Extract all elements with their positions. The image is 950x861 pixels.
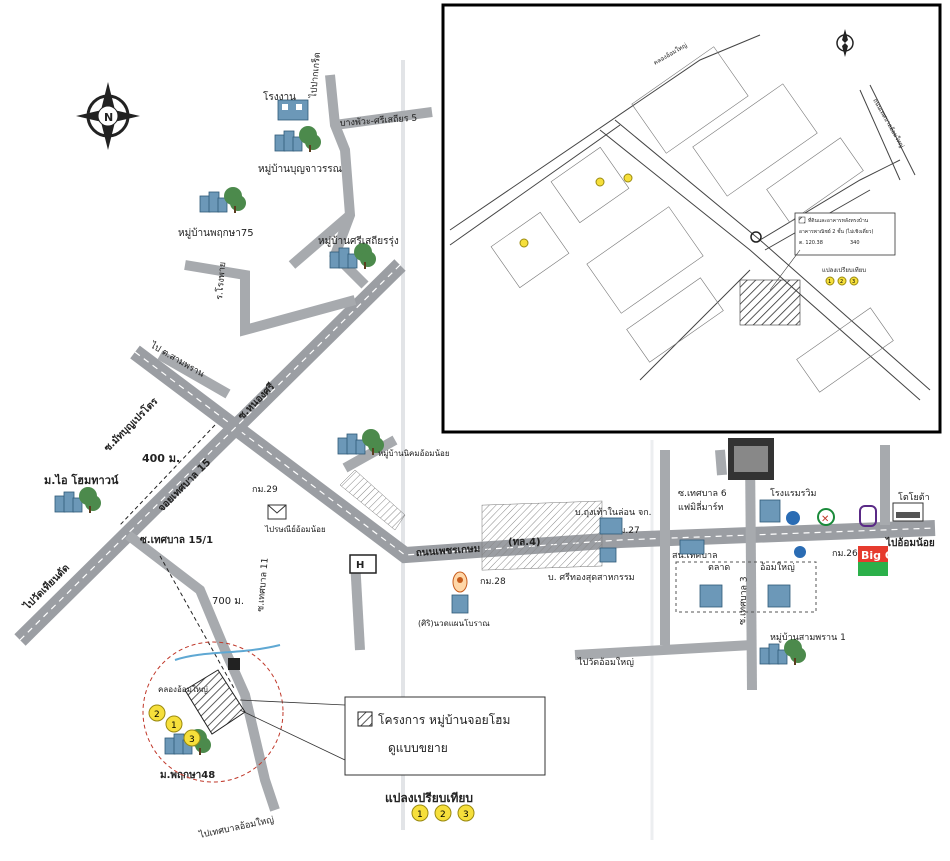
label-rongpai: ร.โรงพาย <box>214 261 228 300</box>
label-soi-thesaban-11: ซ.เทศบาล 11 <box>256 557 271 612</box>
label-market: ตลาด <box>708 563 730 573</box>
label-village-boonjaroen: หมู่บ้านบุญจาวรรณ <box>258 163 342 175</box>
label-hwy4: (ทล.4) <box>508 537 541 548</box>
svg-text:✕: ✕ <box>821 514 829 525</box>
post-office-icon <box>267 504 287 520</box>
inset-map: คลองอ้อมใหญ่ ถนนเทศบาลอ้อมใหญ่ ที่ดินและ… <box>441 3 942 434</box>
label-village-sampran1: หมู่บ้านสามพราน 1 <box>770 632 846 643</box>
compare-legend-title: แปลงเปรียบเทียบ <box>385 791 473 805</box>
legend-project-name: โครงการ หมู่บ้านจอยโฮม <box>378 713 510 728</box>
north-label: N <box>104 111 113 124</box>
label-thai-massage: (ศิริ)นวดแผนโบราณ <box>418 618 490 628</box>
label-km29: กม.29 <box>252 485 278 495</box>
temple-icon <box>452 571 468 593</box>
inset-site-detail: อาคารพาณิชย์ 2 ชั้น (ไม่เชิงเดี่ยว) <box>799 226 873 235</box>
svg-text:2: 2 <box>440 810 446 820</box>
bigc-label: Big C <box>861 549 893 562</box>
svg-text:1: 1 <box>171 721 177 731</box>
svg-text:1: 1 <box>828 279 831 285</box>
label-m-ai-home: ม.ไอ โฮมทาวน์ <box>44 473 119 487</box>
inset-site-label: ที่ดินและอาคารหลังทรงบ้าน <box>808 217 869 224</box>
label-soi-thesaban-6: ซ.เทศบาล 6 <box>678 489 727 499</box>
landmark-building-icon <box>728 438 774 480</box>
label-phetkasem-road: ถนนเพชรเกษม <box>415 544 480 559</box>
svg-text:2: 2 <box>154 710 160 720</box>
inset-area-label: ต. 120.38 <box>799 240 823 246</box>
label-gold-shop: บ. ศรีทองสุดสาหกรรม <box>548 572 635 583</box>
label-village-pruksa75: หมู่บ้านพฤกษา75 <box>178 227 254 239</box>
inset-compare-title: แปลงเปรียบเทียบ <box>822 266 866 274</box>
label-soi-thesaban-3: ซ.เทศบาล 3 <box>738 576 750 625</box>
village-icon <box>274 125 322 153</box>
label-to-om-noi: ไปอ้อมน้อย <box>885 536 935 549</box>
svg-text:3: 3 <box>463 810 469 820</box>
inset-area-value: 340 <box>850 240 860 246</box>
label-joy-thesaban: จอยเทศบาล 15 <box>156 457 213 514</box>
massage-icon <box>451 594 469 614</box>
label-factory: โรงงาน <box>263 90 296 103</box>
legend-project-sub: ดูแบบขยาย <box>388 741 448 756</box>
bank-icons: ✕ <box>786 505 877 558</box>
inset-site-box: ที่ดินและอาคารหลังทรงบ้าน อาคารพาณิชย์ 2… <box>794 212 896 256</box>
svg-text:3: 3 <box>852 279 855 285</box>
compare-legend: แปลงเปรียบเทียบ 1 2 3 <box>385 791 475 822</box>
label-distance-700: 700 ม. <box>212 596 244 607</box>
hotel-icon <box>759 499 781 523</box>
label-distance-400: 400 ม. <box>142 452 180 465</box>
project-compare-markers: 2 1 3 <box>148 704 201 747</box>
factory-icon <box>277 99 309 121</box>
label-village-nikhom: หมู่บ้านนิคมอ้อมน้อย <box>378 449 450 459</box>
north-arrow-icon: N <box>76 82 140 150</box>
label-to-wat-om-yai: ไปวัดอ้อมใหญ่ <box>577 657 634 668</box>
bigc-logo-icon: Big C <box>858 546 893 576</box>
svg-text:3: 3 <box>189 735 195 745</box>
label-village-srisathien: หมู่บ้านศรีเสถียรรุ่ง <box>318 235 399 247</box>
village-icon <box>199 186 247 214</box>
shoe-factory-icon <box>599 517 623 535</box>
thesaban-office-icon <box>679 539 705 555</box>
label-bangpua-road: บางพัวะ-ศรีเสถียร 5 <box>339 113 417 129</box>
inset-north-arrow-icon <box>836 29 854 57</box>
village-icon <box>54 486 102 514</box>
label-km28: กม.28 <box>480 577 506 587</box>
honda-logo-icon: H <box>349 554 377 574</box>
label-om-yai: อ้อมใหญ่ <box>760 562 795 573</box>
gold-shop-icon <box>599 547 617 563</box>
label-thesaban-office: สน.เทศบาล <box>672 551 718 561</box>
label-km26: กม.26 <box>832 549 858 559</box>
label-hotel: โรงแรมรวิม <box>770 488 817 499</box>
project-site <box>142 641 346 783</box>
label-toyota: โตโยต้า <box>898 492 930 503</box>
label-soi-matboon: ซ.มัทบุญเปรโตร <box>101 394 161 454</box>
label-to-thesaban-om-yai: ไปเทศบาลอ้อมใหญ่ <box>197 814 275 841</box>
legend-box: โครงการ หมู่บ้านจอยโฮม ดูแบบขยาย <box>344 696 546 776</box>
label-shoe-factory: บ.ถุงเท้าในล่อน จก. <box>575 507 652 518</box>
label-km27: กม.27 <box>614 526 640 536</box>
svg-text:2: 2 <box>840 279 843 285</box>
label-post-office: ไปรษณีย์อ้อมน้อย <box>264 524 326 534</box>
svg-text:H: H <box>356 560 364 571</box>
svg-text:1: 1 <box>417 810 423 820</box>
label-m-pruksa48: ม.พฤกษา48 <box>160 770 215 781</box>
toyota-dealer-icon <box>892 502 924 522</box>
label-to-pakkret: ไปปากเกร็ด <box>306 51 323 99</box>
label-soi-thesaban-15-1: ซ.เทศบาล 15/1 <box>140 535 213 546</box>
label-khlong-om-yai: คลองอ้อมใหญ่ <box>158 685 208 694</box>
market-building-icons <box>699 584 791 608</box>
label-family-mart: แฟมิลี่มาร์ท <box>678 500 723 513</box>
